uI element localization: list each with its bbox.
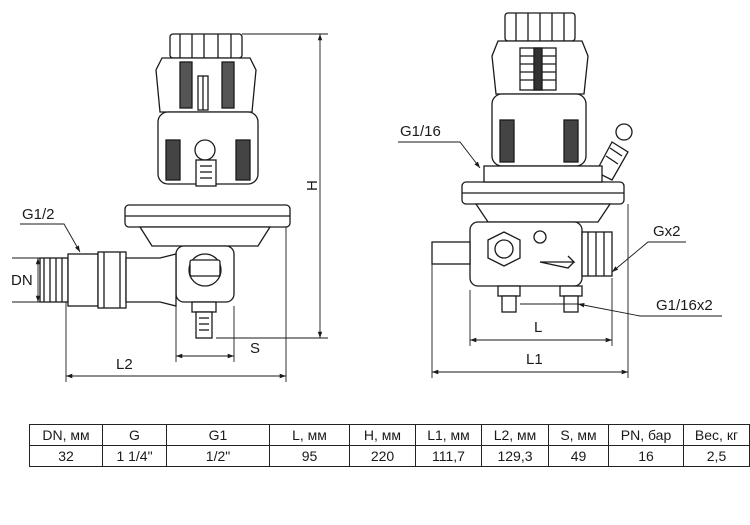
col-weight: Вес, кг: [683, 424, 750, 446]
value-g1: 1/2": [166, 445, 270, 467]
left-adjust-knob: [169, 33, 243, 59]
value-l2: 129,3: [481, 445, 549, 467]
col-dn: DN, мм: [29, 424, 103, 446]
right-valve-body: [431, 221, 613, 313]
left-view: [39, 33, 291, 339]
label-l1: L1: [526, 351, 543, 368]
label-thread-g12: G1/2: [22, 206, 55, 223]
right-spring-housing: [491, 40, 589, 95]
value-l: 95: [269, 445, 350, 467]
col-l1: L1, мм: [415, 424, 482, 446]
right-view: [431, 12, 633, 313]
col-l: L, мм: [269, 424, 350, 446]
left-spring-housing: [155, 57, 257, 113]
label-g116x2: G1/16x2: [656, 297, 713, 314]
spec-value-row: 32 1 1/4" 1/2" 95 220 111,7 129,3 49 16 …: [29, 445, 750, 467]
right-bonnet: [491, 93, 587, 167]
left-diaphragm-flange: [124, 204, 291, 247]
col-g1: G1: [166, 424, 270, 446]
value-s: 49: [548, 445, 609, 467]
left-dimension-labels: G1/2 DN H L2 S: [11, 180, 321, 373]
left-dimensions: [12, 33, 328, 382]
label-s: S: [250, 340, 260, 357]
col-pn: PN, бар: [608, 424, 684, 446]
technical-drawing: G1/2 DN H L2 S: [11, 12, 722, 382]
value-dn: 32: [29, 445, 103, 467]
spec-header-row: DN, мм G G1 L, мм H, мм L1, мм L2, мм S,…: [29, 424, 750, 446]
col-g: G: [102, 424, 167, 446]
label-h: H: [304, 180, 321, 191]
label-l: L: [534, 319, 542, 336]
col-h: H, мм: [349, 424, 416, 446]
value-g: 1 1/4": [102, 445, 167, 467]
label-l2: L2: [116, 356, 133, 373]
col-l2: L2, мм: [481, 424, 549, 446]
right-vent-fitting: [595, 123, 633, 181]
value-h: 220: [349, 445, 416, 467]
right-adjust-knob: [504, 12, 576, 42]
label-gx2: Gx2: [653, 223, 681, 240]
value-l1: 111,7: [415, 445, 482, 467]
label-dn: DN: [11, 272, 33, 289]
label-thread-g116: G1/16: [400, 123, 441, 140]
spec-table: DN, мм G G1 L, мм H, мм L1, мм L2, мм S,…: [29, 424, 750, 467]
value-weight: 2,5: [683, 445, 750, 467]
right-dimension-labels: G1/16 Gx2 G1/16x2 L L1: [400, 123, 713, 368]
left-valve-body: [175, 245, 235, 339]
col-s: S, мм: [548, 424, 609, 446]
left-inlet-pipe: [39, 251, 177, 309]
right-dimensions: [398, 141, 722, 378]
right-diaphragm-flange: [461, 165, 625, 223]
value-pn: 16: [608, 445, 684, 467]
left-bonnet: [157, 111, 259, 187]
